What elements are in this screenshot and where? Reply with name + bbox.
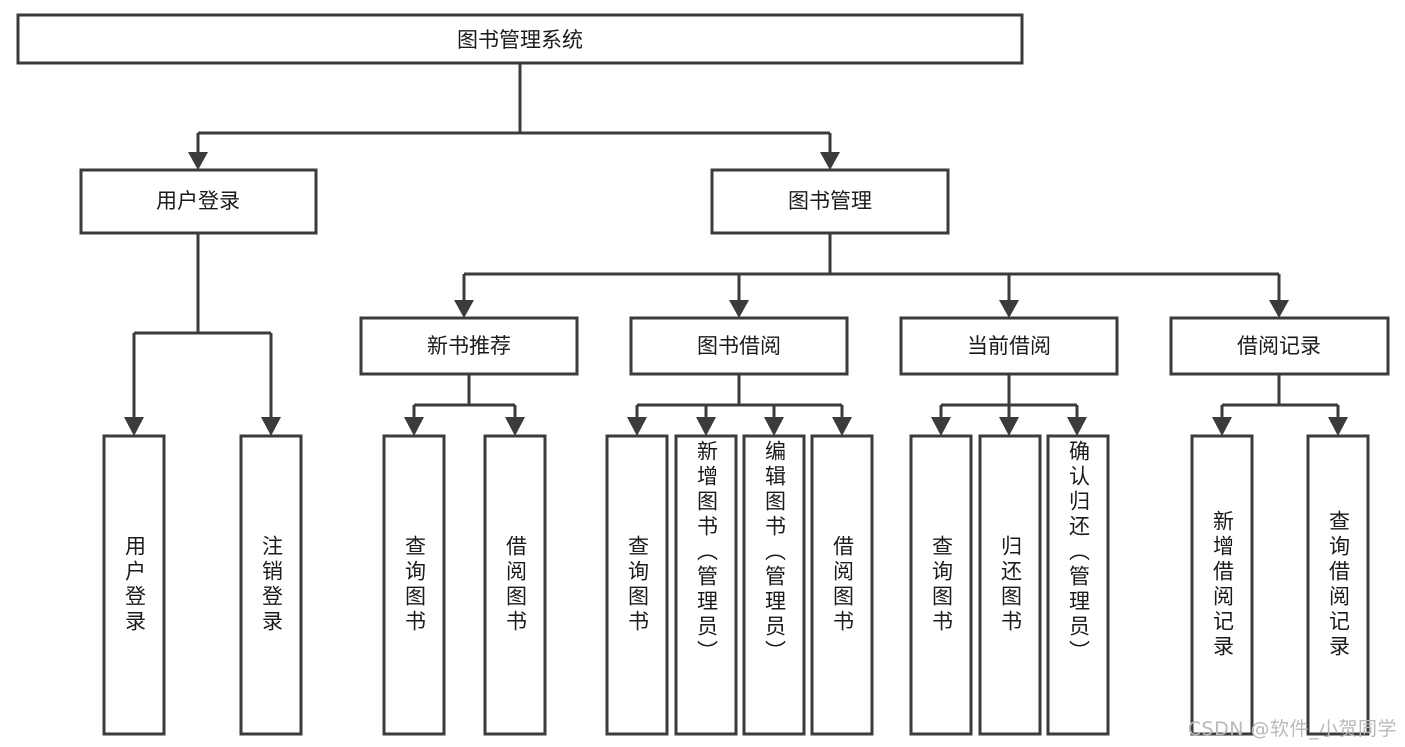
leaf-add-book-label: 新增图书（管理员） [694,440,719,665]
arrowhead-leaf-add-book [696,417,716,436]
leaf-user-login[interactable]: 用户登录 [102,434,166,736]
node-root-label: 图书管理系统 [457,28,583,52]
connector-group-book-manage [454,233,1289,318]
leaf-user-login-box[interactable] [102,434,166,736]
leaf-borrow-book-2-box[interactable] [810,434,874,736]
arrowhead-leaf-query-book-1 [404,417,424,436]
arrowhead-new-book-recommend [454,300,474,318]
node-new-book-recommend-box[interactable] [359,316,579,376]
leaf-query-book-3-label: 查询图书 [929,535,954,635]
node-book-borrow-box[interactable] [629,316,849,376]
leaf-query-book-2[interactable]: 查询图书 [605,434,669,736]
node-borrow-record[interactable]: 借阅记录 [1169,316,1390,376]
node-borrow-record-label: 借阅记录 [1237,334,1321,358]
connector-group-root [188,63,840,170]
arrowhead-leaf-borrow-book-1 [505,417,525,436]
connector-group-current-borrow [931,374,1087,436]
leaf-return-book-box[interactable] [978,434,1042,736]
leaf-query-record[interactable]: 查询借阅记录 [1306,434,1370,736]
leaf-query-record-box[interactable] [1306,434,1370,736]
node-new-book-recommend-label: 新书推荐 [427,334,511,358]
leaf-query-book-2-box[interactable] [605,434,669,736]
leaf-edit-book-box[interactable] [742,434,806,736]
leaf-add-record-box[interactable] [1190,434,1254,736]
arrowhead-leaf-query-book-3 [931,417,951,436]
leaf-query-book-3-box[interactable] [909,434,973,736]
leaf-confirm-return-label: 确认归还（管理员） [1066,440,1091,665]
leaf-borrow-book-1-box[interactable] [483,434,547,736]
arrowhead-book-borrow [729,300,749,318]
node-user-login-label: 用户登录 [156,189,240,213]
arrowhead-leaf-borrow-book-2 [832,417,852,436]
leaf-return-book-label: 归还图书 [998,535,1023,635]
node-book-manage-box[interactable] [710,168,950,235]
leaf-user-login-label: 用户登录 [122,535,147,635]
leaf-borrow-book-1[interactable]: 借阅图书 [483,434,547,736]
arrowhead-borrow-record [1269,300,1289,318]
node-root[interactable]: 图书管理系统 [16,13,1024,65]
leaf-borrow-book-2-label: 借阅图书 [830,535,855,635]
arrowhead-leaf-edit-book [764,417,784,436]
node-user-login[interactable]: 用户登录 [79,168,318,235]
leaf-query-book-2-label: 查询图书 [625,535,650,635]
node-book-borrow-label: 图书借阅 [697,334,781,358]
arrowhead-leaf-user-login [124,417,144,436]
arrowhead-leaf-confirm-return [1067,417,1087,436]
arrowhead-leaf-user-logout [261,417,281,436]
leaf-add-record[interactable]: 新增借阅记录 [1190,434,1254,736]
node-book-manage-label: 图书管理 [788,189,872,213]
leaf-query-record-label: 查询借阅记录 [1326,510,1351,660]
node-new-book-recommend[interactable]: 新书推荐 [359,316,579,376]
leaf-query-book-1[interactable]: 查询图书 [382,434,446,736]
arrowhead-current-borrow [999,300,1019,318]
leaf-borrow-book-1-label: 借阅图书 [503,535,528,635]
arrowhead-leaf-query-book-2 [627,417,647,436]
connector-group-user-login [124,233,281,436]
node-current-borrow-box[interactable] [899,316,1119,376]
leaf-add-record-label: 新增借阅记录 [1210,510,1235,660]
leaf-edit-book[interactable]: 编辑图书（管理员） [742,434,806,736]
connector-group-new-book-recommend [404,374,525,436]
leaf-add-book[interactable]: 新增图书（管理员） [674,434,738,736]
leaf-user-logout-label: 注销登录 [259,535,284,635]
arrowhead-book-manage [820,152,840,170]
node-root-box[interactable] [16,13,1024,65]
node-borrow-record-box[interactable] [1169,316,1390,376]
leaf-confirm-return-box[interactable] [1046,434,1110,736]
arrowhead-user-login [188,152,208,170]
arrowhead-leaf-return-book [999,417,1019,436]
leaf-borrow-book-2[interactable]: 借阅图书 [810,434,874,736]
leaf-return-book[interactable]: 归还图书 [978,434,1042,736]
leaf-edit-book-label: 编辑图书（管理员） [762,440,787,665]
arrowhead-leaf-add-record [1212,417,1232,436]
node-current-borrow-label: 当前借阅 [967,334,1051,358]
leaf-query-book-1-label: 查询图书 [402,535,427,635]
leaf-user-logout[interactable]: 注销登录 [239,434,303,736]
node-book-manage[interactable]: 图书管理 [710,168,950,235]
leaf-query-book-1-box[interactable] [382,434,446,736]
node-current-borrow[interactable]: 当前借阅 [899,316,1119,376]
leaf-confirm-return[interactable]: 确认归还（管理员） [1046,434,1110,736]
arrowhead-leaf-query-record [1328,417,1348,436]
leaf-query-book-3[interactable]: 查询图书 [909,434,973,736]
leaf-user-logout-box[interactable] [239,434,303,736]
node-user-login-box[interactable] [79,168,318,235]
connector-group-borrow-record [1212,374,1348,436]
leaf-add-book-box[interactable] [674,434,738,736]
node-book-borrow[interactable]: 图书借阅 [629,316,849,376]
connector-group-book-borrow [627,374,852,436]
